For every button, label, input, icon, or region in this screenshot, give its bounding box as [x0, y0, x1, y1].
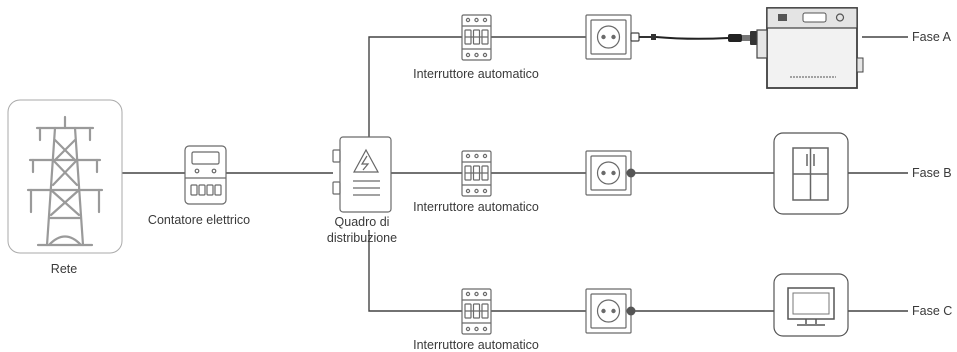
phase-b-label: Fase B — [912, 166, 952, 180]
grid-label: Rete — [50, 262, 78, 276]
circuit-breaker-icon-c — [461, 288, 492, 335]
plug-dot-b — [626, 168, 636, 178]
panel-label-line2: distribuzione — [326, 231, 398, 245]
panel-label-line1: Quadro di — [334, 215, 390, 229]
wall-socket-icon-a — [585, 14, 632, 60]
plug-cable-icon — [630, 31, 757, 45]
breaker-label-a: Interruttore automatico — [413, 67, 539, 81]
wire-panel-branch-c — [368, 230, 462, 312]
wire-panel-branch-a — [368, 36, 462, 137]
transmission-tower-icon — [7, 99, 123, 254]
circuit-breaker-icon-a — [461, 14, 492, 61]
meter-label: Contatore elettrico — [147, 213, 251, 227]
breaker-label-b: Interruttore automatico — [413, 200, 539, 214]
circuit-breaker-icon-b — [461, 150, 492, 197]
wires — [122, 36, 908, 312]
phase-a-label: Fase A — [912, 30, 951, 44]
electric-meter-icon — [184, 145, 227, 205]
wall-socket-icon-c — [585, 288, 632, 334]
plug-dot-c — [626, 306, 636, 316]
wall-socket-icon-b — [585, 150, 632, 196]
distribution-panel-icon — [332, 136, 392, 213]
breaker-label-c: Interruttore automatico — [413, 338, 539, 352]
refrigerator-icon — [773, 132, 849, 215]
television-icon — [773, 273, 849, 337]
phase-c-label: Fase C — [912, 304, 953, 318]
micro-inverter-icon — [756, 7, 864, 89]
